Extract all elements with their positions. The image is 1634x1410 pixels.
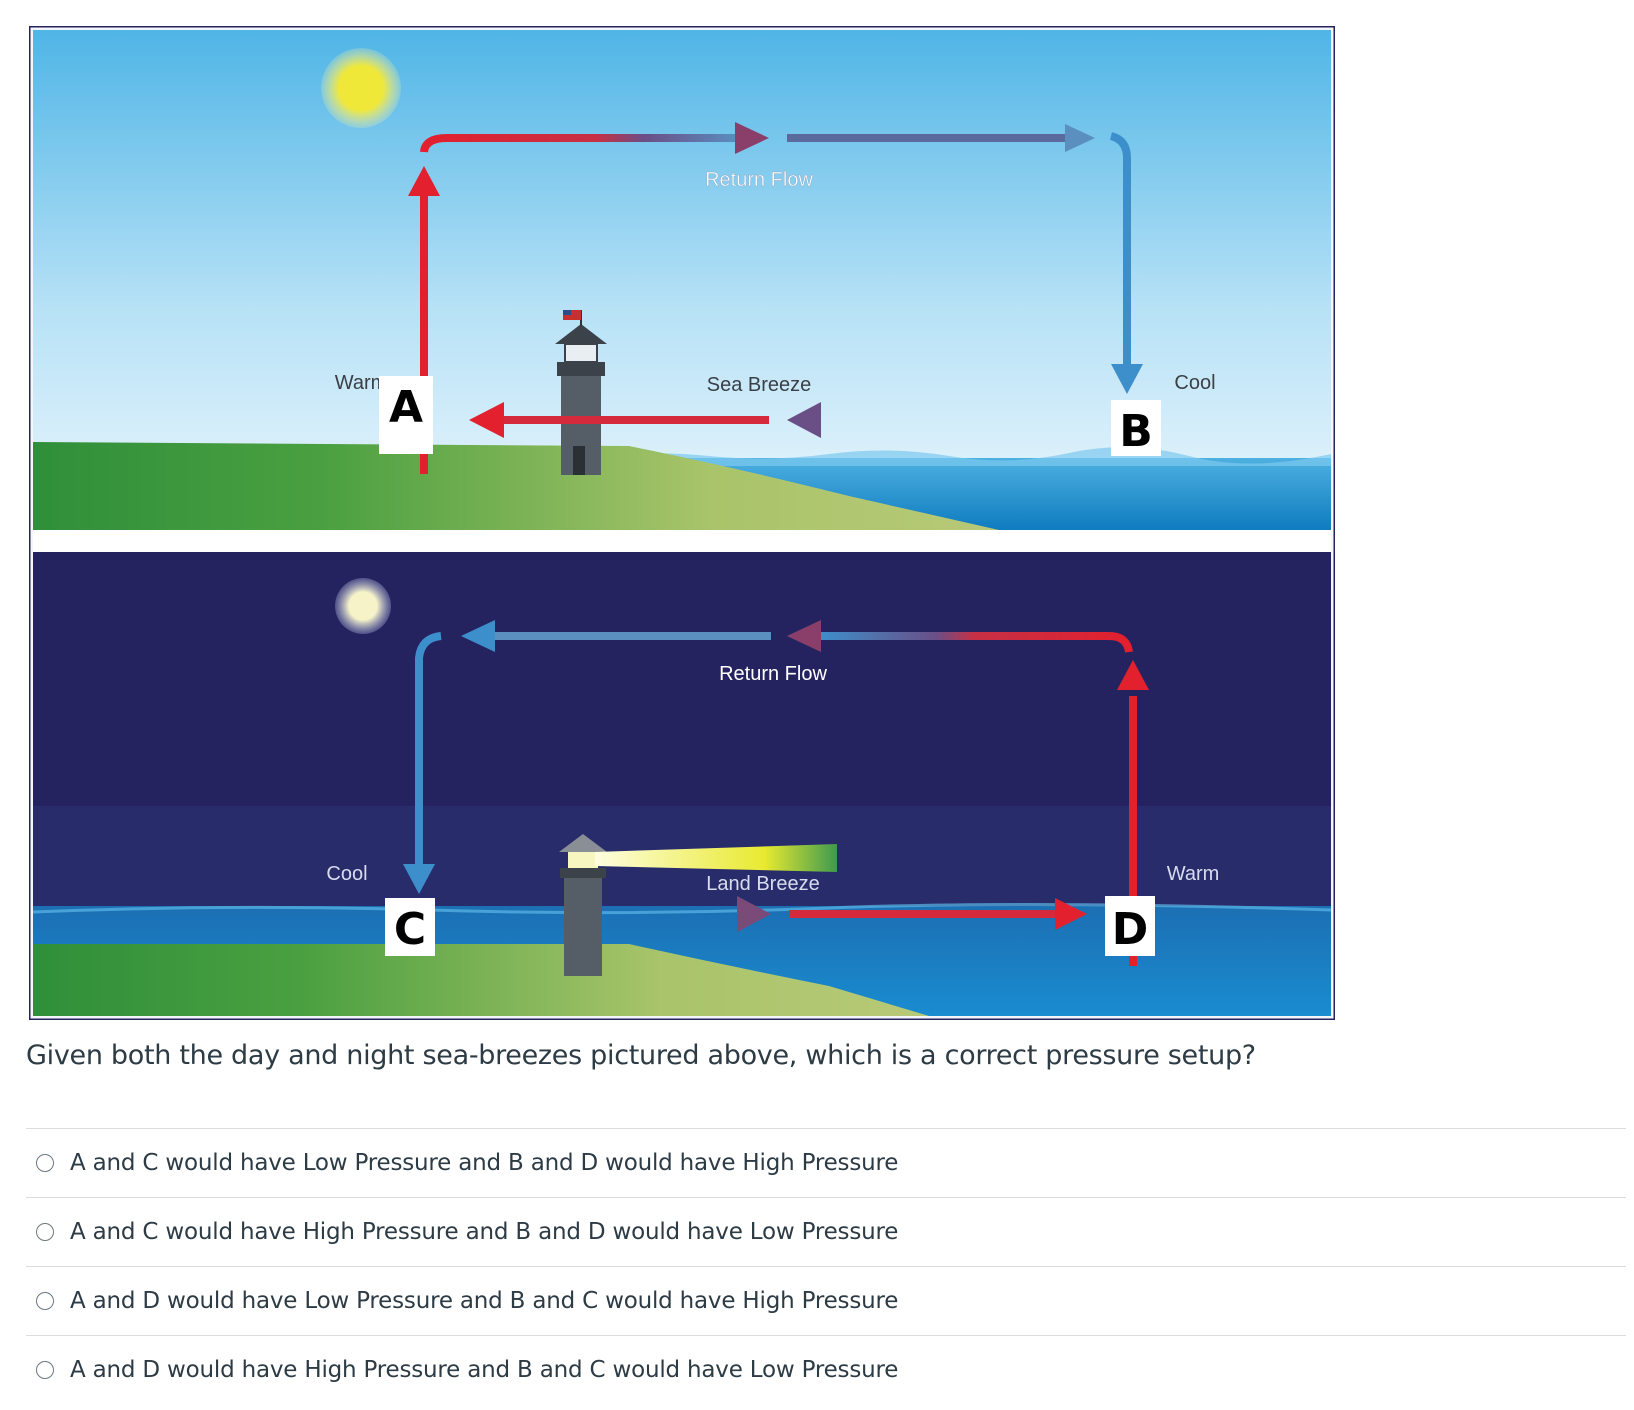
answer-label: A and D would have High Pressure and B a…	[70, 1357, 899, 1383]
moon-icon	[335, 578, 391, 634]
night-sinking-arrow	[415, 632, 442, 866]
answer-label: A and C would have High Pressure and B a…	[70, 1219, 899, 1245]
answer-label: A and D would have Low Pressure and B an…	[70, 1288, 899, 1314]
radio-button[interactable]	[36, 1361, 54, 1379]
day-cool-label: Cool	[1174, 372, 1215, 394]
point-b-label: B	[1111, 400, 1161, 457]
night-warm-label: Warm	[1167, 863, 1220, 885]
panel-divider	[33, 530, 1331, 552]
point-c-label: C	[385, 898, 435, 956]
day-warm-label: Warm	[335, 372, 388, 394]
question-text: Given both the day and night sea-breezes…	[26, 1040, 1256, 1071]
day-panel: Warm Cool Return Flow Sea Breeze A B	[33, 30, 1331, 530]
answer-option-3[interactable]: A and D would have Low Pressure and B an…	[26, 1266, 1626, 1335]
night-land	[33, 944, 929, 1016]
night-panel: Cool Warm Return Flow Land Breeze C D	[32, 552, 1332, 1016]
radio-button[interactable]	[36, 1154, 54, 1172]
svg-text:A: A	[389, 382, 423, 433]
day-land	[33, 442, 999, 530]
radio-button[interactable]	[36, 1223, 54, 1241]
radio-button[interactable]	[36, 1292, 54, 1310]
night-cool-label: Cool	[326, 863, 367, 885]
lighthouse-icon	[555, 310, 607, 475]
answer-label: A and C would have Low Pressure and B an…	[70, 1150, 899, 1176]
light-beam	[595, 844, 837, 872]
answer-list: A and C would have Low Pressure and B an…	[26, 1128, 1626, 1404]
night-return-flow-arrow	[819, 632, 1133, 653]
day-sinking-arrow	[1109, 132, 1131, 366]
answer-option-2[interactable]: A and C would have High Pressure and B a…	[26, 1197, 1626, 1266]
land-breeze-label: Land Breeze	[706, 873, 819, 895]
svg-text:C: C	[394, 904, 426, 955]
night-lighthouse-icon	[559, 834, 837, 976]
svg-text:D: D	[1112, 904, 1149, 955]
sea-land-breeze-diagram: Warm Cool Return Flow Sea Breeze A B	[29, 26, 1335, 1020]
answer-option-4[interactable]: A and D would have High Pressure and B a…	[26, 1335, 1626, 1404]
answer-option-1[interactable]: A and C would have Low Pressure and B an…	[26, 1128, 1626, 1197]
sea-breeze-label: Sea Breeze	[707, 374, 812, 396]
day-return-flow-arrow	[420, 134, 739, 153]
sun-icon	[321, 48, 401, 128]
point-a-label: A	[379, 376, 433, 454]
svg-text:B: B	[1119, 406, 1153, 457]
night-return-flow-label: Return Flow	[719, 663, 827, 685]
point-d-label: D	[1105, 896, 1155, 956]
day-return-flow-label: Return Flow	[705, 169, 813, 191]
